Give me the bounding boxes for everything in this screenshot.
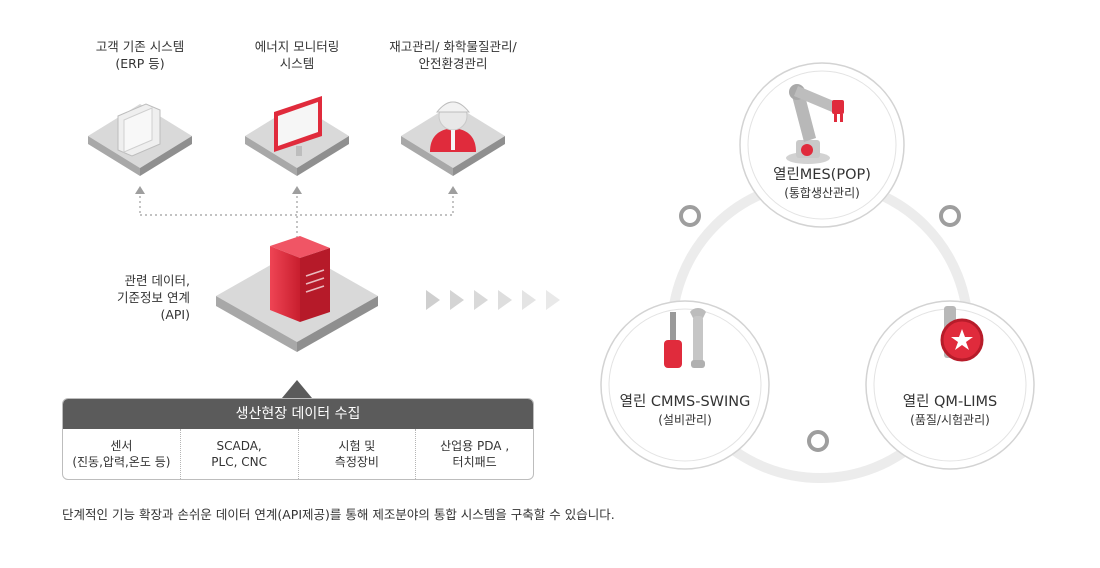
source-sensor-line2: (진동,압력,온도 등) xyxy=(72,455,171,469)
data-collection-sources: 센서 (진동,압력,온도 등) SCADA, PLC, CNC 시험 및 측정장… xyxy=(63,429,533,479)
energy-label-line1: 에너지 모니터링 xyxy=(254,39,340,54)
erp-label-line1: 고객 기존 시스템 xyxy=(95,39,185,54)
erp-label: 고객 기존 시스템 (ERP 등) xyxy=(80,38,200,72)
connector-lines xyxy=(139,196,454,240)
server-label: 관련 데이터, 기준정보 연계 (API) xyxy=(60,272,190,323)
source-test-line1: 시험 및 xyxy=(338,439,376,453)
footnote: 단계적인 기능 확장과 손쉬운 데이터 연계(API제공)를 통해 제조분야의 … xyxy=(62,507,615,522)
source-scada: SCADA, PLC, CNC xyxy=(181,429,299,479)
robot-arm-icon xyxy=(786,84,844,164)
cmms-label: 열린 CMMS-SWING (설비관리) xyxy=(610,393,760,428)
flow-arrows xyxy=(426,290,560,310)
tools-icon xyxy=(664,308,706,368)
source-sensor-line1: 센서 xyxy=(110,439,133,453)
ring-node xyxy=(939,205,961,227)
data-collection-title: 생산현장 데이터 수집 xyxy=(63,399,533,429)
inventory-label-line1: 재고관리/ 화학물질관리/ xyxy=(389,39,517,54)
cmms-subtitle: (설비관리) xyxy=(658,413,712,427)
erp-label-line2: (ERP 등) xyxy=(115,56,165,71)
server-icon xyxy=(270,236,330,322)
cmms-title: 열린 CMMS-SWING xyxy=(619,394,751,410)
worker-icon xyxy=(430,101,476,152)
source-sensor: 센서 (진동,압력,온도 등) xyxy=(63,429,181,479)
monitor-icon xyxy=(274,96,322,156)
source-scada-line2: PLC, CNC xyxy=(211,455,267,469)
folder-icon xyxy=(117,103,161,157)
collect-pointer xyxy=(282,380,312,398)
lims-label: 열린 QM-LIMS (품질/시험관리) xyxy=(885,393,1015,428)
energy-label: 에너지 모니터링 시스템 xyxy=(237,38,357,72)
lims-circle xyxy=(865,300,1035,470)
source-pda-line2: 터치패드 xyxy=(452,455,497,469)
mes-label: 열린MES(POP) (통합생산관리) xyxy=(762,166,882,201)
lims-title: 열린 QM-LIMS xyxy=(902,394,998,410)
quality-badge-icon xyxy=(940,306,984,362)
inventory-label: 재고관리/ 화학물질관리/ 안전환경관리 xyxy=(383,38,523,72)
cmms-circle xyxy=(600,300,770,470)
mes-circle xyxy=(739,62,905,228)
ring-node xyxy=(679,205,701,227)
source-test-equipment: 시험 및 측정장비 xyxy=(299,429,417,479)
ring-node xyxy=(807,430,829,452)
connector-arrowheads xyxy=(135,186,458,194)
inventory-label-line2: 안전환경관리 xyxy=(418,56,488,71)
server-label-line1: 관련 데이터, xyxy=(124,273,190,288)
source-test-line2: 측정장비 xyxy=(334,455,379,469)
source-pda: 산업용 PDA , 터치패드 xyxy=(416,429,533,479)
mes-title: 열린MES(POP) xyxy=(773,167,871,183)
server-label-line3: (API) xyxy=(160,307,190,322)
server-label-line2: 기준정보 연계 xyxy=(117,290,190,305)
data-collection-box: 생산현장 데이터 수집 센서 (진동,압력,온도 등) SCADA, PLC, … xyxy=(62,398,534,480)
lims-subtitle: (품질/시험관리) xyxy=(910,413,990,427)
mes-subtitle: (통합생산관리) xyxy=(784,186,860,200)
energy-label-line2: 시스템 xyxy=(279,56,315,71)
source-pda-line1: 산업용 PDA , xyxy=(440,439,510,453)
source-scada-line1: SCADA, xyxy=(216,439,262,453)
